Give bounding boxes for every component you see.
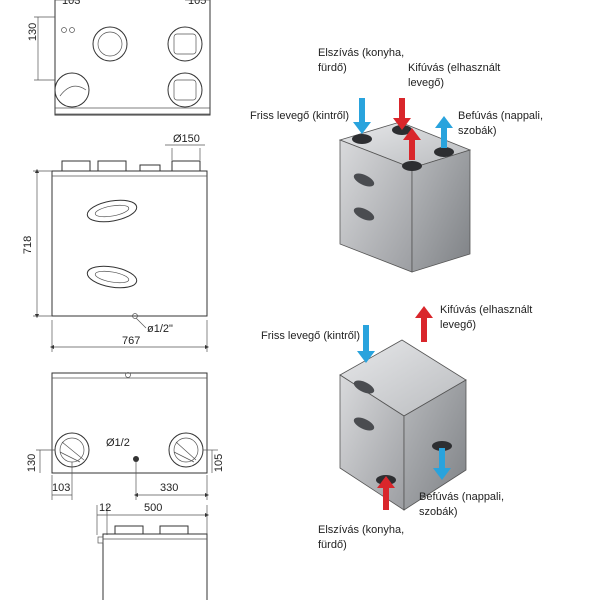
label-bottom-exhaust-in-2: fürdő)	[318, 539, 347, 551]
dim-drain-front: ø1/2"	[147, 323, 173, 335]
side-view: 12 500	[96, 502, 210, 600]
arrow-exhaust-out-top	[403, 128, 421, 160]
label-top-fresh-in: Friss levegő (kintről)	[250, 110, 349, 122]
dim-top-left: 103	[62, 0, 80, 7]
label-bottom-exhaust-out-2: levegő)	[440, 319, 476, 331]
dim-top-right: 105	[188, 0, 206, 7]
handle-lower	[86, 265, 138, 289]
label-bottom-exhaust-in-1: Elszívás (konyha,	[318, 524, 404, 536]
arrow-supply-out-top	[435, 116, 453, 148]
bottom-view-outline	[51, 372, 208, 474]
duct-top-2	[167, 26, 203, 62]
dim-bottom-right: 330	[160, 482, 178, 494]
front-view: Ø150 718 ø1/2" 767	[22, 133, 210, 352]
dim-top-side: 130	[27, 23, 39, 41]
label-top-supply-out-1: Befúvás (nappali,	[458, 110, 543, 122]
dim-side-depth: 500	[144, 502, 162, 514]
dim-side-offset: 12	[99, 502, 111, 514]
unit-3d-bottom-ducts: Kifúvás (elhasznált levegő) Friss levegő…	[261, 304, 532, 551]
label-bottom-fresh-in: Friss levegő (kintről)	[261, 330, 360, 342]
arrow-fresh-in-top	[353, 98, 371, 134]
front-view-outline	[51, 170, 208, 317]
drain-fitting	[132, 313, 138, 319]
dim-height: 718	[22, 236, 34, 254]
dim-drain-bottom: Ø1/2	[106, 437, 130, 449]
dim-bottom-left: 103	[52, 482, 70, 494]
label-top-exhaust-out-1: Kifúvás (elhasznált	[408, 62, 500, 74]
top-view: 130 103 105	[27, 0, 211, 116]
side-view-outline	[102, 533, 208, 600]
label-bottom-supply-out-1: Befúvás (nappali,	[419, 491, 504, 503]
top-view-outline	[54, 0, 211, 116]
label-bottom-exhaust-out-1: Kifúvás (elhasznált	[440, 304, 532, 316]
duct-top-1	[92, 26, 128, 62]
handle-upper	[86, 199, 138, 223]
arrow-exhaust-out-bottom	[415, 306, 433, 342]
arrow-exhaust-in-bottom	[377, 476, 395, 510]
arrow-exhaust-in-top	[393, 98, 411, 130]
label-top-exhaust-out-2: levegő)	[408, 77, 444, 89]
dim-duct: Ø150	[173, 133, 200, 145]
arrow-supply-out-bottom	[433, 448, 451, 480]
duct-top-4	[167, 72, 203, 108]
unit-3d-top-ducts: Elszívás (konyha, fürdő) Kifúvás (elhasz…	[250, 47, 543, 273]
duct-top-3	[54, 72, 90, 108]
dim-width: 767	[122, 335, 140, 347]
label-top-exhaust-in-1: Elszívás (konyha,	[318, 47, 404, 59]
label-top-exhaust-in-2: fürdő)	[318, 62, 347, 74]
bottom-view: Ø1/2 130 105 103 330	[26, 372, 225, 500]
dim-bottom-right-height: 105	[213, 454, 225, 472]
drain-bottom	[133, 456, 139, 462]
label-bottom-supply-out-2: szobák)	[419, 506, 458, 518]
dim-bottom-left-height: 130	[26, 454, 38, 472]
arrow-fresh-in-bottom	[357, 325, 375, 363]
label-top-supply-out-2: szobák)	[458, 125, 497, 137]
